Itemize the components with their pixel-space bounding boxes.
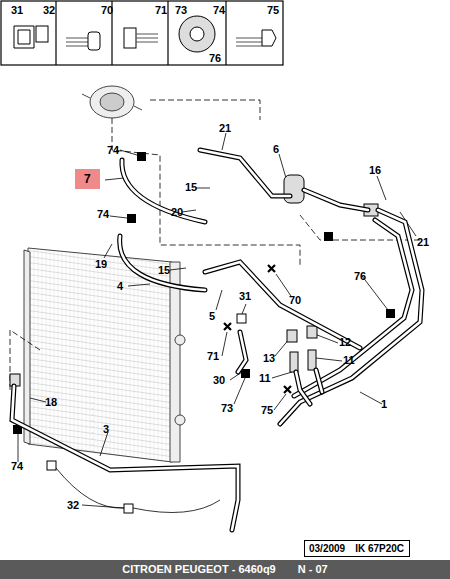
pipe bbox=[316, 370, 322, 392]
callout-number: 21 bbox=[218, 122, 232, 134]
callout-number: 4 bbox=[116, 280, 124, 292]
callout-number: 73 bbox=[220, 402, 234, 414]
callout-number: 31 bbox=[238, 290, 252, 302]
callout-number: 75 bbox=[266, 4, 280, 16]
pipe bbox=[205, 262, 360, 348]
callout-number: 76 bbox=[353, 270, 367, 282]
node-text: N - 07 bbox=[298, 563, 328, 575]
pipe bbox=[12, 386, 238, 530]
node-text: 7 bbox=[84, 172, 91, 186]
node-text: 03/2009 bbox=[309, 543, 345, 554]
date-box: 03/2009 IK 67P20C bbox=[304, 540, 410, 557]
pipe bbox=[12, 386, 238, 530]
callout-number: 32 bbox=[42, 4, 56, 16]
callout-number: 19 bbox=[94, 258, 108, 270]
callout-number: 11 bbox=[258, 372, 272, 384]
callout-number: 11 bbox=[342, 354, 356, 366]
callout-number: 13 bbox=[262, 352, 276, 364]
callout-number: 16 bbox=[368, 164, 382, 176]
callout-number: 31 bbox=[10, 4, 24, 16]
pipe bbox=[296, 372, 310, 404]
callout-number: 76 bbox=[208, 52, 222, 64]
callout-number: 74 bbox=[212, 4, 226, 16]
pipe bbox=[205, 262, 360, 348]
callout-number: 74 bbox=[106, 144, 120, 156]
callout-number: 30 bbox=[212, 374, 226, 386]
pipe bbox=[294, 220, 412, 396]
pipe bbox=[120, 236, 205, 290]
callout-number: 74 bbox=[96, 208, 110, 220]
callout-number: 5 bbox=[208, 310, 216, 322]
callout-number: 6 bbox=[272, 143, 280, 155]
pipe bbox=[280, 210, 422, 424]
pipe bbox=[296, 372, 310, 404]
pipe bbox=[280, 210, 422, 424]
pipe bbox=[316, 370, 322, 392]
pipe bbox=[200, 150, 290, 196]
callout-number: 70 bbox=[288, 294, 302, 306]
pipe bbox=[120, 236, 205, 290]
callout-number: 15 bbox=[184, 181, 198, 193]
footer-band: CITROEN PEUGEOT - 6460q9 N - 07 bbox=[0, 560, 450, 579]
node-text: CITROEN PEUGEOT - 6460q9 bbox=[122, 563, 275, 575]
pipe bbox=[304, 190, 368, 210]
callout-number: 1 bbox=[380, 398, 388, 410]
callout-number: 12 bbox=[338, 336, 352, 348]
callout-number: 70 bbox=[100, 4, 114, 16]
pipe bbox=[238, 332, 246, 372]
node-text: IK 67P20C bbox=[355, 543, 404, 554]
callout-number: 15 bbox=[157, 264, 171, 276]
callout-number: 20 bbox=[170, 206, 184, 218]
callout-number: 74 bbox=[10, 460, 24, 472]
pipe bbox=[238, 332, 246, 372]
pipe bbox=[200, 150, 290, 196]
callout-number: 21 bbox=[416, 236, 430, 248]
callout-number: 73 bbox=[174, 4, 188, 16]
pipe bbox=[122, 160, 205, 222]
callout-number: 71 bbox=[206, 350, 220, 362]
callout-number: 32 bbox=[66, 499, 80, 511]
callout-number: 3 bbox=[102, 423, 110, 435]
callout-number: 18 bbox=[44, 396, 58, 408]
pipe bbox=[294, 220, 412, 396]
pipe bbox=[122, 160, 205, 222]
callout-number: 75 bbox=[260, 404, 274, 416]
highlight-box: 7 bbox=[75, 169, 100, 189]
pipe bbox=[304, 190, 368, 210]
callout-number: 71 bbox=[154, 4, 168, 16]
